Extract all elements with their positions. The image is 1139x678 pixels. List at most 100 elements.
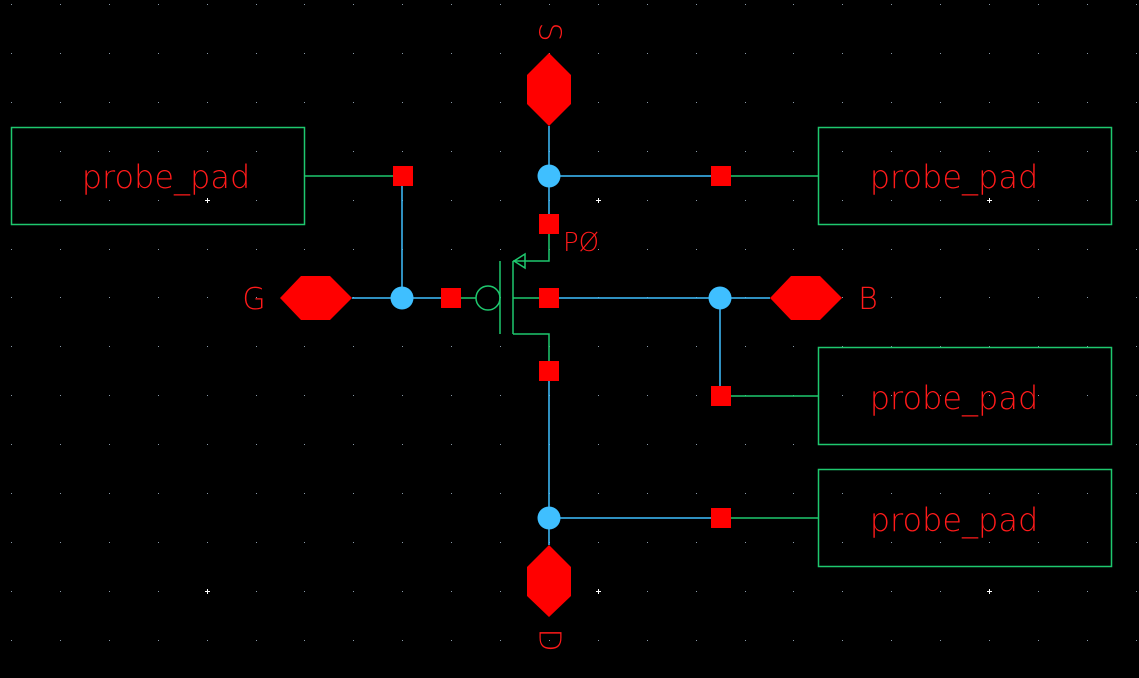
grid-dot: [1136, 493, 1137, 494]
grid-dot: [451, 591, 452, 592]
grid-dot: [696, 640, 697, 641]
grid-dot: [647, 640, 648, 641]
pin-d[interactable]: [527, 545, 571, 617]
terminal-square[interactable]: [711, 166, 731, 186]
terminal-square[interactable]: [441, 288, 461, 308]
grid-dot: [696, 102, 697, 103]
probe-pad-d[interactable]: [720, 468, 1113, 568]
grid-dot: [989, 493, 990, 494]
pin-g[interactable]: [280, 276, 352, 320]
grid-dot: [696, 346, 697, 347]
pin-labels: S G B D: [242, 22, 877, 651]
grid-dot: [696, 542, 697, 543]
probe-pad-s[interactable]: [720, 126, 1113, 226]
grid-dot: [60, 53, 61, 54]
grid-dots: [11, 4, 1137, 641]
grid-major-mark: [987, 198, 992, 203]
grid-dot: [989, 297, 990, 298]
grid-dot: [940, 591, 941, 592]
grid-dot: [793, 346, 794, 347]
grid-dot: [647, 542, 648, 543]
grid-major-mark: [987, 589, 992, 594]
grid-dot: [402, 102, 403, 103]
grid-dot: [60, 346, 61, 347]
grid-dot: [451, 346, 452, 347]
grid-dot: [598, 346, 599, 347]
grid-dot: [1087, 53, 1088, 54]
grid-dot: [353, 53, 354, 54]
grid-dot: [207, 395, 208, 396]
grid-dot: [451, 151, 452, 152]
junctions: [390, 164, 732, 530]
grid-dot: [1136, 249, 1137, 250]
grid-dot: [500, 4, 501, 5]
grid-dot: [940, 542, 941, 543]
drain-terminal: [513, 333, 550, 361]
grid-dot: [745, 53, 746, 54]
grid-dot: [402, 395, 403, 396]
grid-dot: [207, 249, 208, 250]
grid-dot: [500, 542, 501, 543]
grid-dot: [891, 200, 892, 201]
probe-pad-labels: probe_pad probe_pad probe_pad probe_pad: [82, 158, 1039, 539]
pmos-transistor[interactable]: [461, 234, 550, 361]
grid-dot: [1136, 102, 1137, 103]
grid-dot: [11, 4, 12, 5]
grid-dot: [940, 151, 941, 152]
grid-dot: [158, 346, 159, 347]
grid-dot: [842, 4, 843, 5]
grid-dot: [60, 444, 61, 445]
pin-label-b: B: [858, 282, 878, 317]
grid-dot: [158, 493, 159, 494]
grid-dot: [598, 542, 599, 543]
pin-b[interactable]: [770, 276, 842, 320]
grid-dot: [402, 444, 403, 445]
grid-dot: [647, 102, 648, 103]
grid-dot: [207, 151, 208, 152]
grid-dot: [989, 542, 990, 543]
grid-dot: [158, 395, 159, 396]
grid-dot: [745, 542, 746, 543]
grid-dot: [451, 102, 452, 103]
grid-dot: [11, 640, 12, 641]
terminal-square[interactable]: [539, 361, 559, 381]
grid-dot: [353, 151, 354, 152]
grid-dot: [451, 493, 452, 494]
grid-dot: [256, 591, 257, 592]
terminal-square[interactable]: [539, 214, 559, 234]
grid-dot: [940, 395, 941, 396]
grid-dot: [304, 640, 305, 641]
grid-dot: [793, 200, 794, 201]
grid-dot: [940, 249, 941, 250]
grid-dot: [647, 493, 648, 494]
grid-dot: [842, 249, 843, 250]
grid-dot: [109, 493, 110, 494]
grid-dot: [1087, 493, 1088, 494]
grid-dot: [60, 4, 61, 5]
grid-dot: [1038, 4, 1039, 5]
grid-dot: [11, 591, 12, 592]
grid-dot: [1087, 591, 1088, 592]
probe-pad-g[interactable]: [10, 126, 403, 226]
grid-dot: [1087, 640, 1088, 641]
grid-dot: [793, 591, 794, 592]
grid-dot: [940, 102, 941, 103]
probe-pad-label: probe_pad: [870, 501, 1039, 539]
terminal-square[interactable]: [539, 288, 559, 308]
probe-pad-label: probe_pad: [82, 158, 251, 196]
grid-dot: [256, 151, 257, 152]
wires: [352, 126, 770, 545]
terminal-square[interactable]: [711, 386, 731, 406]
terminal-square[interactable]: [393, 166, 413, 186]
grid-dot: [745, 493, 746, 494]
grid-dot: [451, 249, 452, 250]
grid-dot: [207, 4, 208, 5]
probe-pad-b[interactable]: [720, 346, 1113, 446]
grid-dot: [598, 640, 599, 641]
terminal-square[interactable]: [711, 508, 731, 528]
grid-dot: [891, 151, 892, 152]
grid-dot: [598, 249, 599, 250]
pin-s[interactable]: [527, 53, 571, 126]
grid-dot: [745, 249, 746, 250]
